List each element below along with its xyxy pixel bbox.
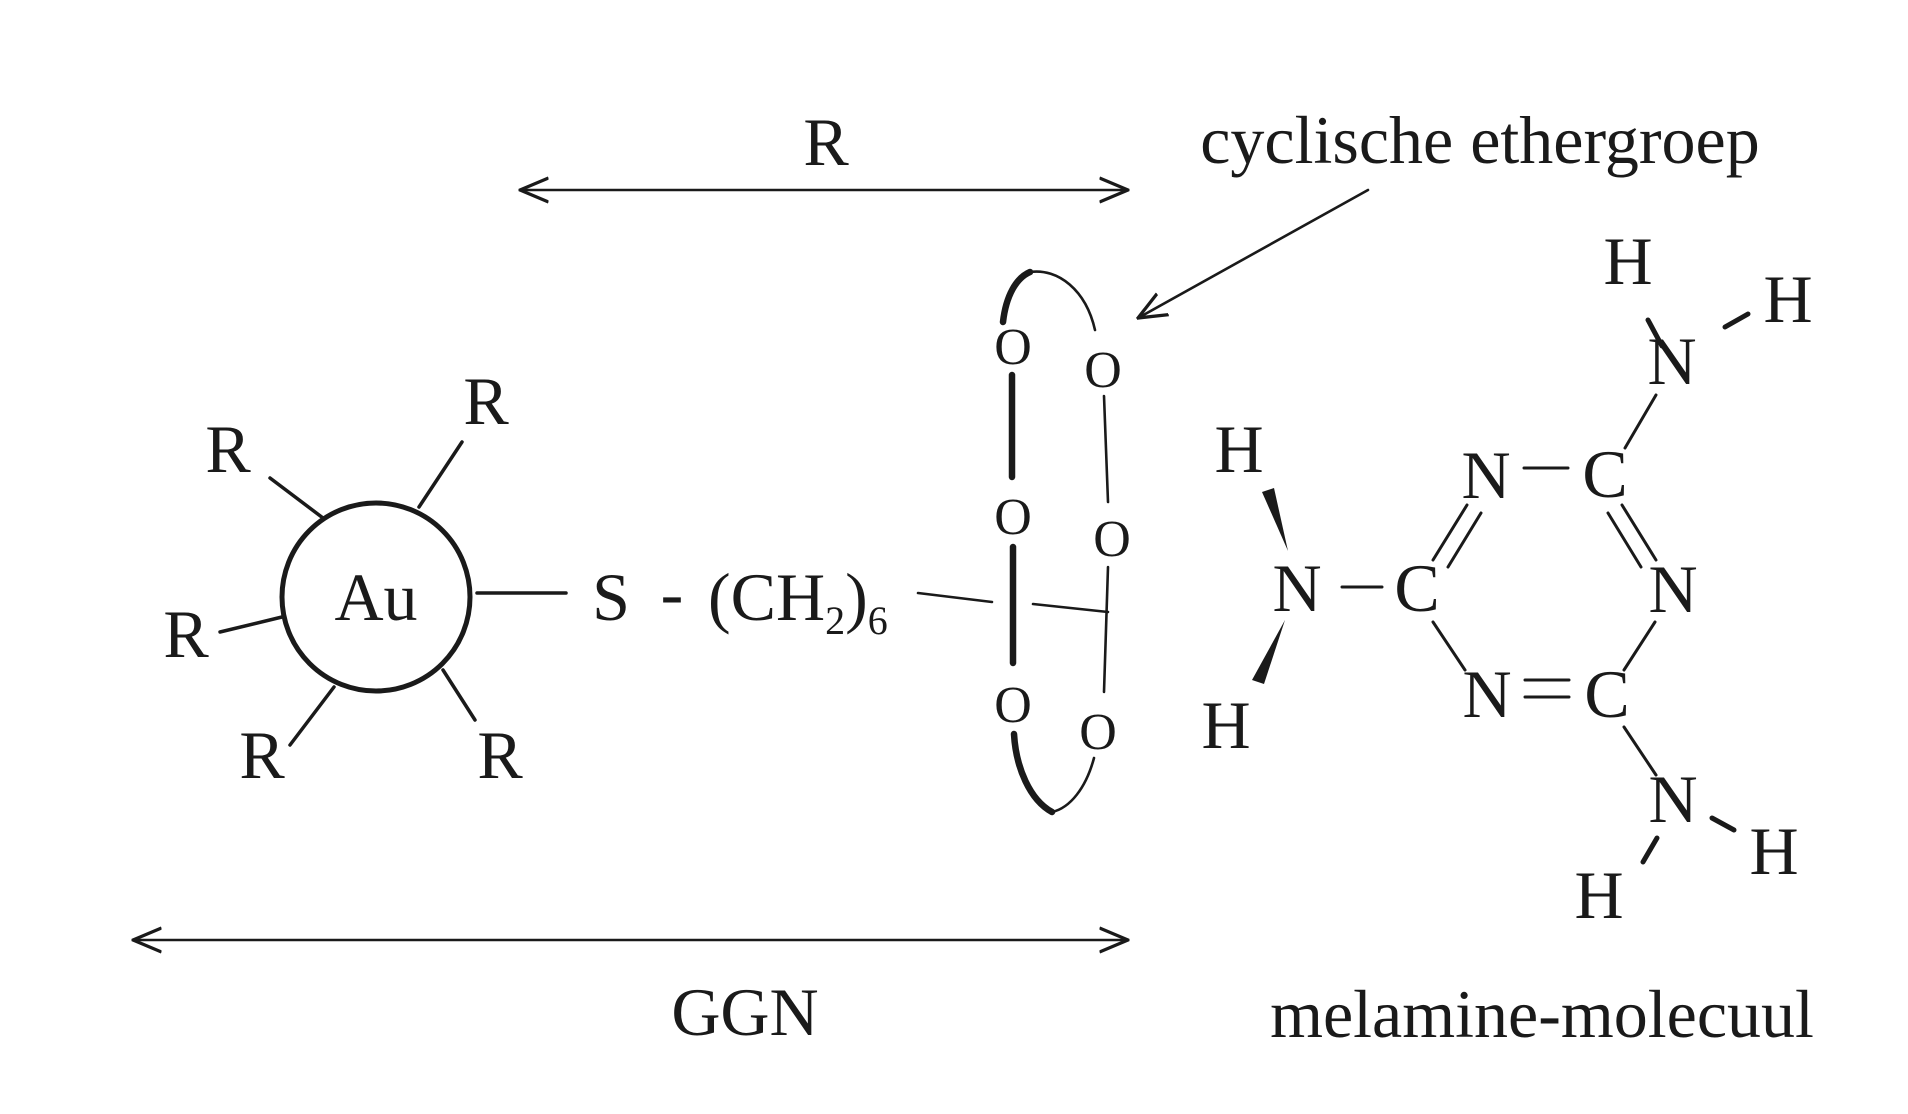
- bond-c-n-left-lower: [1431, 620, 1467, 672]
- s-chain-dash: -: [661, 555, 684, 631]
- cyclic-ether-pointer-arrow: [1138, 188, 1370, 318]
- bond-n-h-top-left: [1645, 317, 1665, 349]
- atom-c-ring-top: C: [1582, 436, 1627, 512]
- atom-n-ring-right: N: [1648, 551, 1697, 627]
- r-ligand-lower-right: R: [477, 717, 523, 793]
- ring-front-bottom-arc: [1010, 730, 1056, 816]
- ggn-dimension: GGN: [133, 940, 1128, 1050]
- wedge-n-h-left-lower: [1252, 620, 1285, 684]
- r-ligand-upper-right: R: [463, 363, 509, 439]
- bond-n-h-bottom-left: [1640, 835, 1660, 865]
- atom-n-ring-top: N: [1461, 437, 1510, 513]
- atom-h-top-left: H: [1603, 223, 1652, 299]
- oxygen-back-top: O: [1084, 342, 1122, 399]
- cyclic-ether-callout: cyclische ethergroep: [1138, 102, 1760, 318]
- atom-c-ring-left: C: [1394, 550, 1439, 626]
- bond-c-n-left-upper-inner: [1446, 511, 1483, 569]
- bond-c-nh2-bottom: [1622, 725, 1658, 777]
- oxygen-back-bottom: O: [1079, 704, 1117, 761]
- atom-c-ring-bottom: C: [1584, 656, 1629, 732]
- atom-h-left-lower: H: [1201, 687, 1250, 763]
- wedge-n-h-left-upper: [1262, 488, 1288, 551]
- ligand-bond-lower-right: [441, 668, 477, 722]
- ring-back-upper-segment: [1102, 394, 1110, 504]
- oxygen-back-middle: O: [1093, 511, 1131, 568]
- bond-n-c-right-lower: [1622, 620, 1657, 672]
- r-ligand-lower-left: R: [239, 717, 285, 793]
- bond-c-n-right-outer: [1620, 503, 1658, 562]
- bond-c-n-right-inner: [1606, 511, 1643, 569]
- melamine-molecule: N C C N N C N H H N H H N H H: [1201, 223, 1813, 1052]
- bond-c-n-left-upper-outer: [1431, 503, 1469, 562]
- ring-back-top-arc: [1028, 270, 1097, 332]
- cyclic-ether-ring: O O O O O O: [994, 268, 1131, 816]
- ring-front-top-arc: [999, 268, 1034, 326]
- ch2-chain: (CH2)6: [708, 559, 888, 643]
- atom-h-bottom-left: H: [1574, 857, 1623, 933]
- r-ligand-upper-left: R: [205, 411, 251, 487]
- melamine-caption: melamine-molecuul: [1270, 976, 1814, 1052]
- bond-c-nh2-top: [1623, 393, 1658, 450]
- atom-h-bottom-right: H: [1749, 813, 1798, 889]
- r-dimension: R: [520, 104, 1128, 190]
- r-dimension-label: R: [803, 104, 849, 180]
- ggn-label: GGN: [671, 974, 818, 1050]
- r-ligand-left: R: [163, 596, 209, 672]
- oxygen-front-middle: O: [994, 489, 1032, 546]
- ring-cross-bond: [1031, 602, 1110, 614]
- au-label: Au: [334, 559, 417, 635]
- ligand-bond-left: [218, 615, 284, 634]
- ring-back-bottom-arc: [1050, 756, 1096, 814]
- au-core-circle: [279, 500, 473, 694]
- chain-to-ring-bond: [916, 591, 994, 604]
- sulfur-label: S: [592, 559, 630, 635]
- atom-h-left-upper: H: [1214, 411, 1263, 487]
- bond-n-h-bottom-right: [1709, 815, 1737, 833]
- gold-nanoparticle: Au R R R R R: [163, 363, 523, 793]
- thiol-linker: S - (CH2)6: [475, 555, 1110, 643]
- oxygen-front-top: O: [994, 319, 1032, 376]
- cyclic-ether-label: cyclische ethergroep: [1200, 102, 1759, 178]
- atom-n-amino-bottom: N: [1648, 761, 1697, 837]
- ring-back-middle-segment: [1102, 565, 1110, 694]
- atom-n-ring-bottom: N: [1462, 656, 1511, 732]
- ligand-bond-lower-left: [288, 685, 336, 747]
- oxygen-front-bottom: O: [994, 677, 1032, 734]
- atom-h-top-right: H: [1763, 261, 1812, 337]
- atom-n-amino-left: N: [1272, 550, 1321, 626]
- ligand-bond-upper-right: [417, 440, 464, 509]
- bond-n-h-top-right: [1722, 311, 1751, 330]
- ligand-bond-upper-left: [268, 476, 325, 520]
